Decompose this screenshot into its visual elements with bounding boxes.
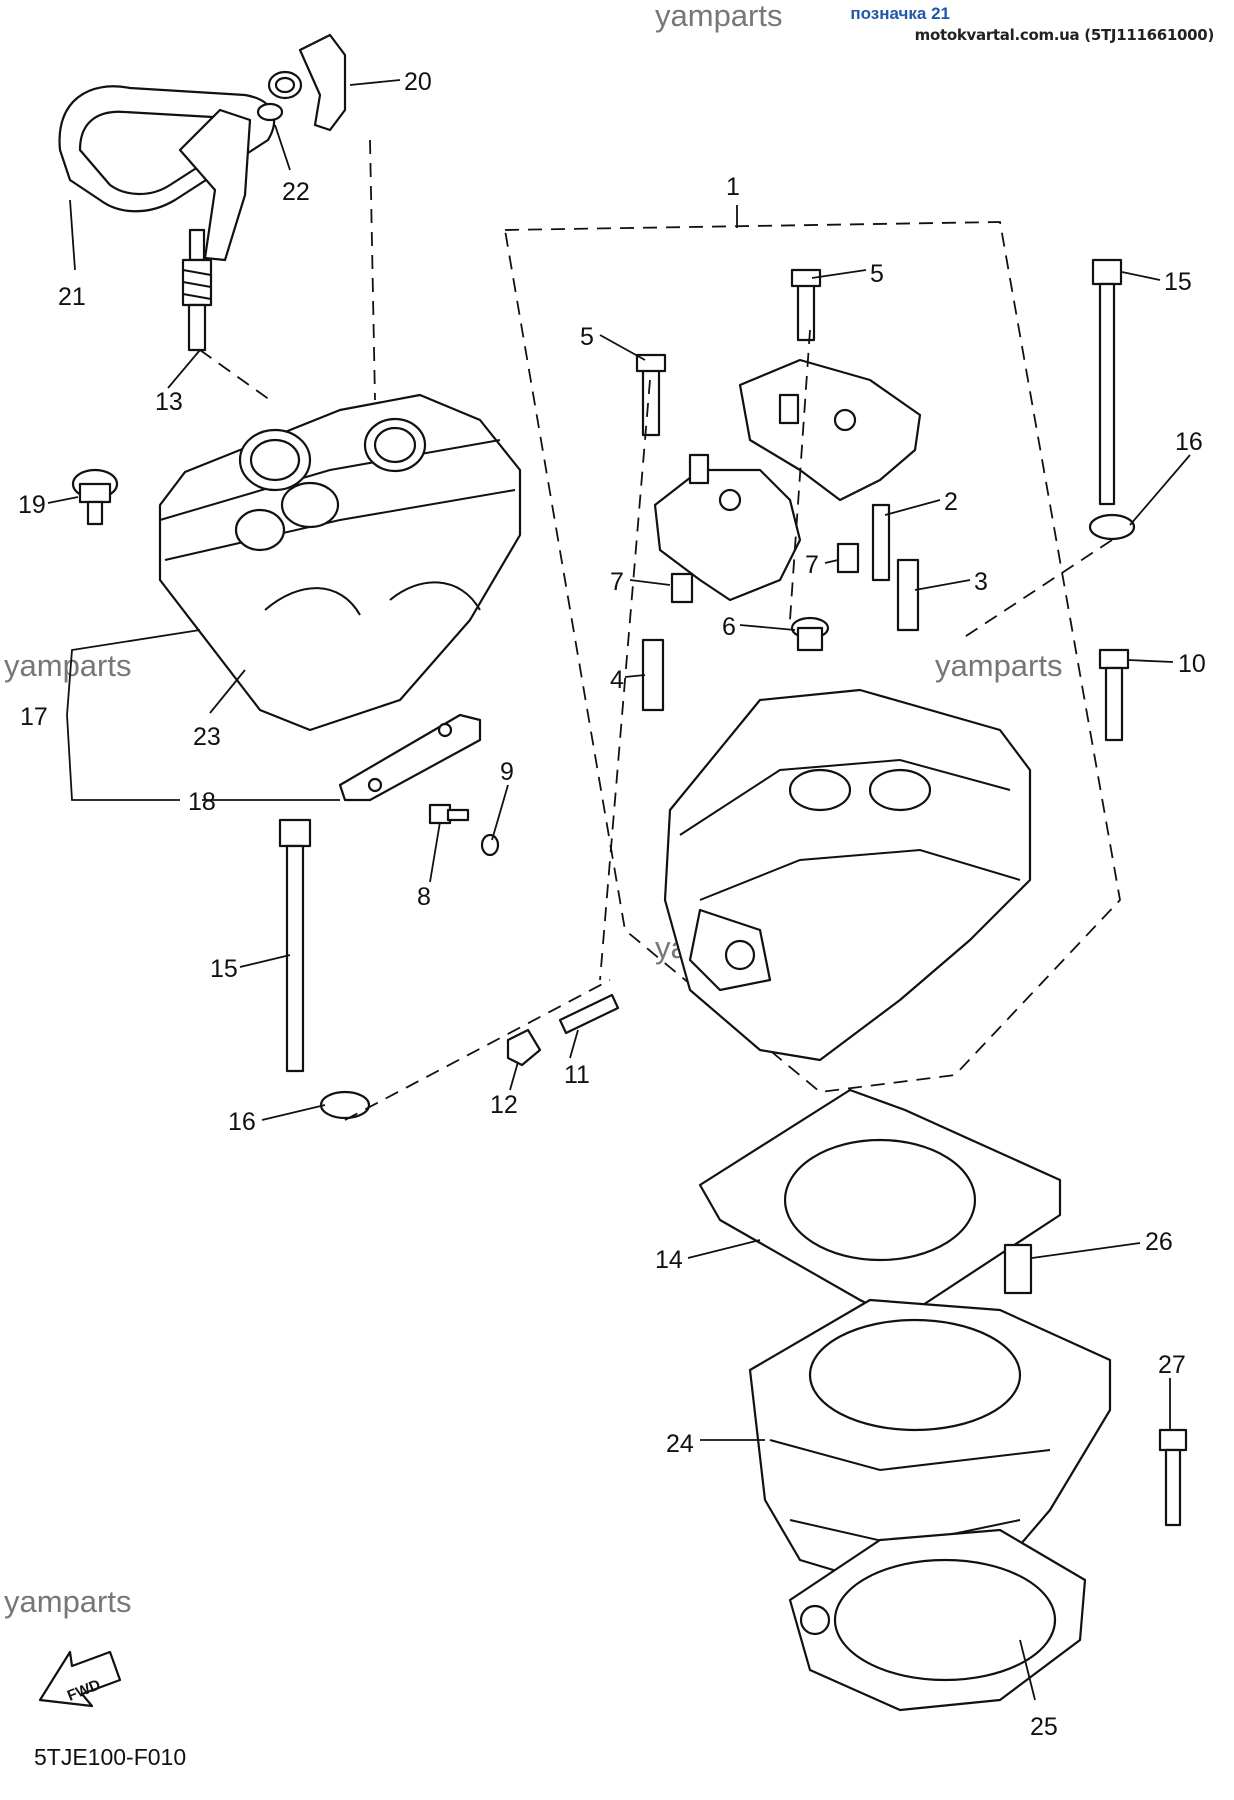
callout-14: 14 <box>655 1246 683 1274</box>
callout-6: 6 <box>722 613 736 641</box>
dowel-pin <box>670 572 694 604</box>
callout-13: 13 <box>155 388 183 416</box>
callout-4: 4 <box>610 666 624 694</box>
watermark-top: yamparts <box>655 0 782 33</box>
callout-12: 12 <box>490 1091 518 1119</box>
callout-27: 27 <box>1158 1351 1186 1379</box>
callout-20: 20 <box>404 68 432 96</box>
washer-left <box>319 1090 371 1120</box>
cover-bolt <box>71 468 119 526</box>
breather-hose <box>58 33 347 262</box>
header-title: позначка 21 <box>850 4 950 23</box>
callout-15b: 15 <box>210 955 238 983</box>
callout-26: 26 <box>1145 1228 1173 1256</box>
guide-lines <box>199 139 1113 1121</box>
callout-7b: 7 <box>805 551 819 579</box>
callout-1: 1 <box>726 173 740 201</box>
exhaust-nut <box>506 1028 542 1067</box>
leader-lines <box>47 79 1191 1701</box>
watermark-right: yamparts <box>935 648 1062 683</box>
diagram-code: 5TJE100-F010 <box>34 1744 187 1770</box>
washer-right <box>1088 513 1136 541</box>
washer-9 <box>480 833 500 857</box>
base-gasket <box>788 1528 1087 1712</box>
callout-23: 23 <box>193 723 221 751</box>
cylinder-head <box>663 688 1032 1062</box>
valve-guide-2 <box>871 503 891 582</box>
exhaust-stud <box>558 993 620 1035</box>
callout-19: 19 <box>18 491 46 519</box>
header-source: motokvartal.com.ua (5TJ111661000) <box>914 26 1215 44</box>
callout-17: 17 <box>20 703 48 731</box>
callout-22: 22 <box>282 178 310 206</box>
callout-16a: 16 <box>1175 428 1203 456</box>
stud-bolt-left <box>278 818 312 1073</box>
callout-3: 3 <box>974 568 988 596</box>
stud-bolt-right <box>1091 258 1123 506</box>
callout-18: 18 <box>188 788 216 816</box>
valve-cover <box>158 393 522 732</box>
callout-8: 8 <box>417 883 431 911</box>
watermark-left: yamparts <box>4 648 131 683</box>
callout-16b: 16 <box>228 1108 256 1136</box>
callout-15a: 15 <box>1164 268 1192 296</box>
cam-bolts <box>635 268 822 437</box>
callout-5a: 5 <box>870 260 884 288</box>
dowel-pin-2 <box>836 542 860 574</box>
cylinder-bolt <box>1158 1428 1188 1527</box>
assembly-boundary <box>503 221 1121 1093</box>
camshaft-caps <box>653 358 922 602</box>
dowel-26 <box>1003 1243 1033 1295</box>
callout-21: 21 <box>58 283 86 311</box>
head-bolt-10 <box>1098 648 1130 742</box>
callout-7a: 7 <box>610 568 624 596</box>
callout-11: 11 <box>564 1061 590 1089</box>
cover-gasket <box>338 713 482 802</box>
callout-25: 25 <box>1030 1713 1058 1741</box>
valve-guide-4 <box>641 638 665 712</box>
callout-5b: 5 <box>580 323 594 351</box>
fwd-arrow-icon: FWD <box>38 1650 122 1708</box>
valve-guide-3 <box>896 558 920 632</box>
callout-10: 10 <box>1178 650 1206 678</box>
watermark-bottom-left: yamparts <box>4 1584 131 1619</box>
callout-labels: 1 2 3 4 5 5 6 7 7 8 9 10 11 12 13 14 15 … <box>18 68 1206 1741</box>
clamp-ring <box>256 102 284 122</box>
head-gasket <box>698 1088 1062 1322</box>
callout-24: 24 <box>666 1430 694 1458</box>
bolt-8 <box>428 803 470 825</box>
callout-2: 2 <box>944 488 958 516</box>
spark-plug <box>181 228 213 352</box>
callout-9: 9 <box>500 758 514 786</box>
